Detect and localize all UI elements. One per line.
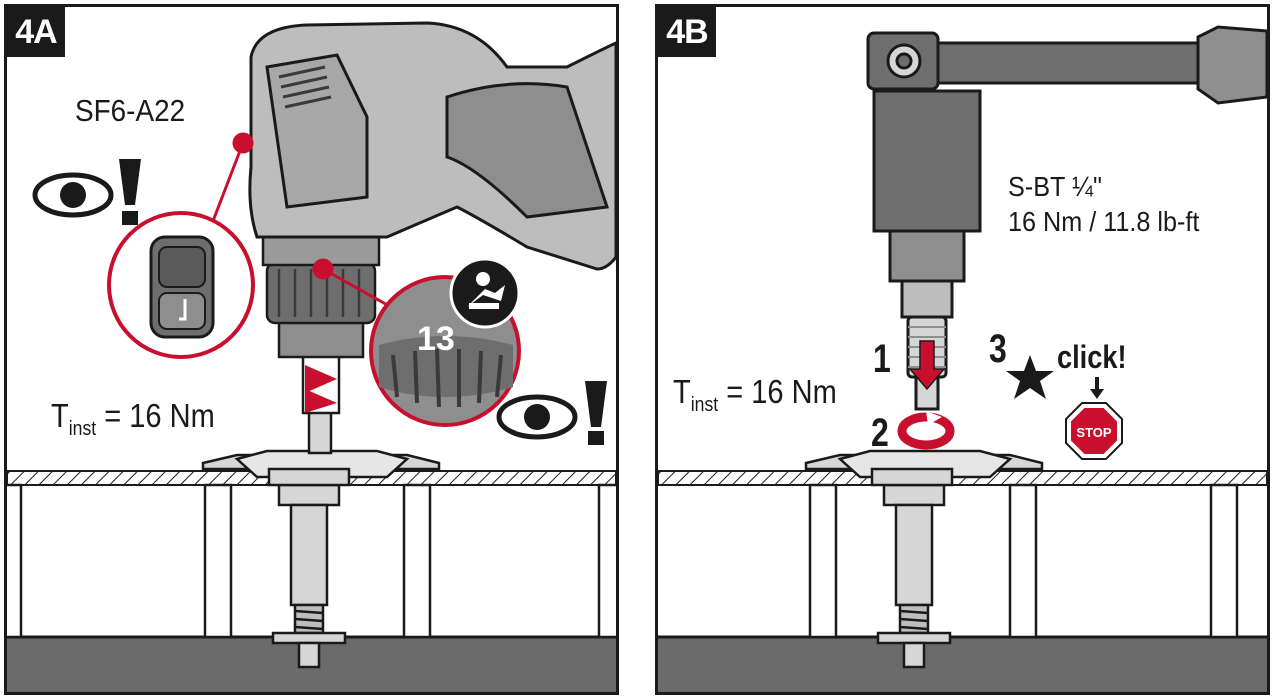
read-manual-icon [449,257,521,329]
drill-body [248,21,616,271]
torque-label-a: Tinst = 16 Nm [51,397,215,441]
anchor-head [804,449,1044,487]
drill-illustration [7,21,616,692]
torque-wrench [866,25,1267,411]
torque-wrench-illustration [658,25,1267,692]
click-star-icon [1006,355,1054,399]
eye-warning-icon-top [32,159,141,225]
step-number-one: 1 [873,337,891,381]
anchor-shaft [271,483,347,669]
step-number-three: 3 [989,327,1007,371]
torque-label-b: Tinst = 16 Nm [673,373,837,417]
step-label-4b: 4B [658,7,716,57]
torque-value: = 16 Nm [104,397,215,434]
switch-magnifier [107,211,255,359]
concrete-base [658,637,1267,692]
torque-spec: 16 Nm / 11.8 lb-ft [1008,206,1200,237]
stop-sign-text: STOP [1076,425,1112,440]
callout-lines [211,132,392,309]
torque-subscript: inst [68,418,97,440]
rotation-arrow [897,411,955,450]
torque-value: = 16 Nm [726,373,837,410]
anchor-head [201,449,441,487]
torque-subscript: inst [690,394,719,416]
eye-warning-icon-bottom [496,381,607,445]
click-text: click! [1057,339,1127,375]
chuck-setting-number: 13 [417,320,455,358]
step-label-4a: 4A [7,7,65,57]
step-number-two: 2 [871,411,889,455]
anchor-shaft [876,483,952,669]
steel-posts [7,483,616,639]
bit-name: S-BT ¼" [1008,171,1102,202]
torque-symbol: T [673,373,691,410]
panel-4b: 4B S-BT ¼" 16 Nm / 11.8 lb-ft Tinst = 16 … [655,4,1270,695]
drill-bit [301,351,341,455]
stop-sign-icon [1065,402,1123,460]
push-arrow [908,340,946,391]
model-label: SF6-A22 [75,93,186,128]
bit-spec-text: S-BT ¼" 16 Nm / 11.8 lb-ft [1008,169,1199,239]
drill-chuck [261,233,381,359]
torque-symbol: T [51,397,69,434]
steel-posts [808,483,1239,639]
panel-4a: 4A SF6-A22 Tinst = 16 Nm 13 [4,4,619,695]
down-arrow [1090,377,1104,399]
